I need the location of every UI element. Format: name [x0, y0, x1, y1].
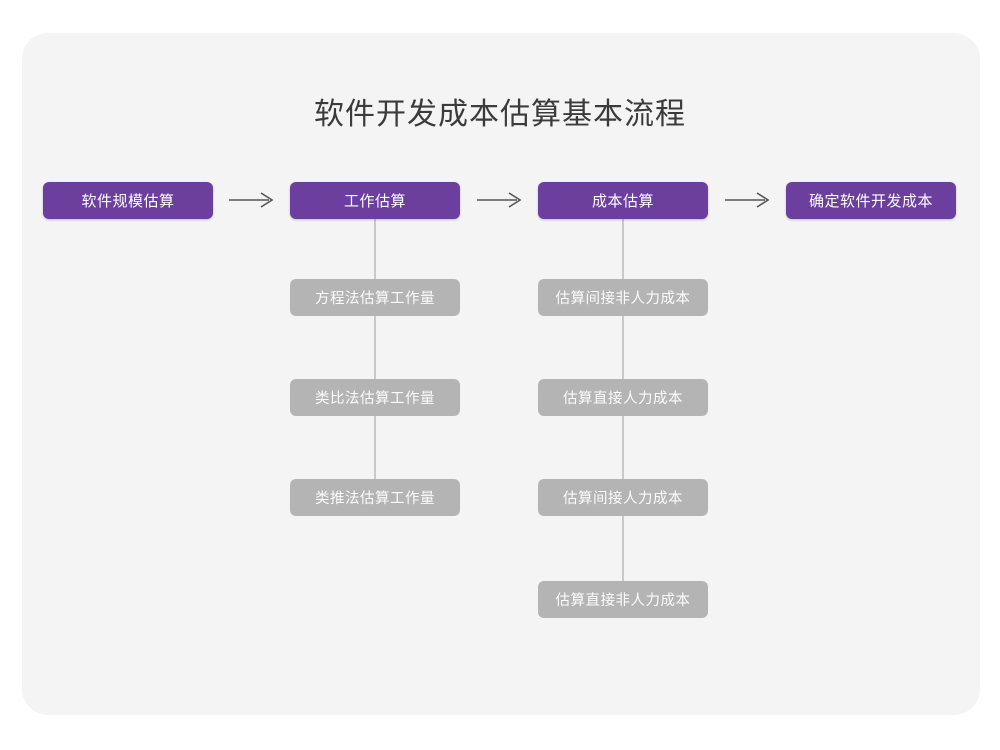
arrow-stage2-to-stage3 [476, 190, 526, 210]
connector-line-col2-seg2 [374, 316, 376, 379]
diagram-card [22, 33, 980, 715]
substep-node-indirect-labor-cost[interactable]: 估算间接人力成本 [538, 479, 708, 516]
stage-node-effort-estimation[interactable]: 工作估算 [290, 182, 460, 219]
substep-node-direct-nonlabor-cost[interactable]: 估算直接非人力成本 [538, 581, 708, 618]
substep-node-analogy-method-effort[interactable]: 类比法估算工作量 [290, 379, 460, 416]
connector-line-col3-seg1 [622, 219, 624, 279]
stage-node-cost-estimation[interactable]: 成本估算 [538, 182, 708, 219]
connector-line-col3-seg4 [622, 516, 624, 581]
connector-line-col2-seg1 [374, 219, 376, 279]
arrow-stage1-to-stage2 [228, 190, 278, 210]
connector-line-col3-seg2 [622, 316, 624, 379]
stage-node-determine-development-cost[interactable]: 确定软件开发成本 [786, 182, 956, 219]
page-title: 软件开发成本估算基本流程 [314, 98, 686, 131]
connector-line-col2-seg3 [374, 416, 376, 479]
substep-node-equation-method-effort[interactable]: 方程法估算工作量 [290, 279, 460, 316]
substep-node-direct-labor-cost[interactable]: 估算直接人力成本 [538, 379, 708, 416]
stage-node-software-scale-estimation[interactable]: 软件规模估算 [43, 182, 213, 219]
substep-node-inference-method-effort[interactable]: 类推法估算工作量 [290, 479, 460, 516]
substep-node-indirect-nonlabor-cost[interactable]: 估算间接非人力成本 [538, 279, 708, 316]
arrow-stage3-to-stage4 [724, 190, 774, 210]
connector-line-col3-seg3 [622, 416, 624, 479]
